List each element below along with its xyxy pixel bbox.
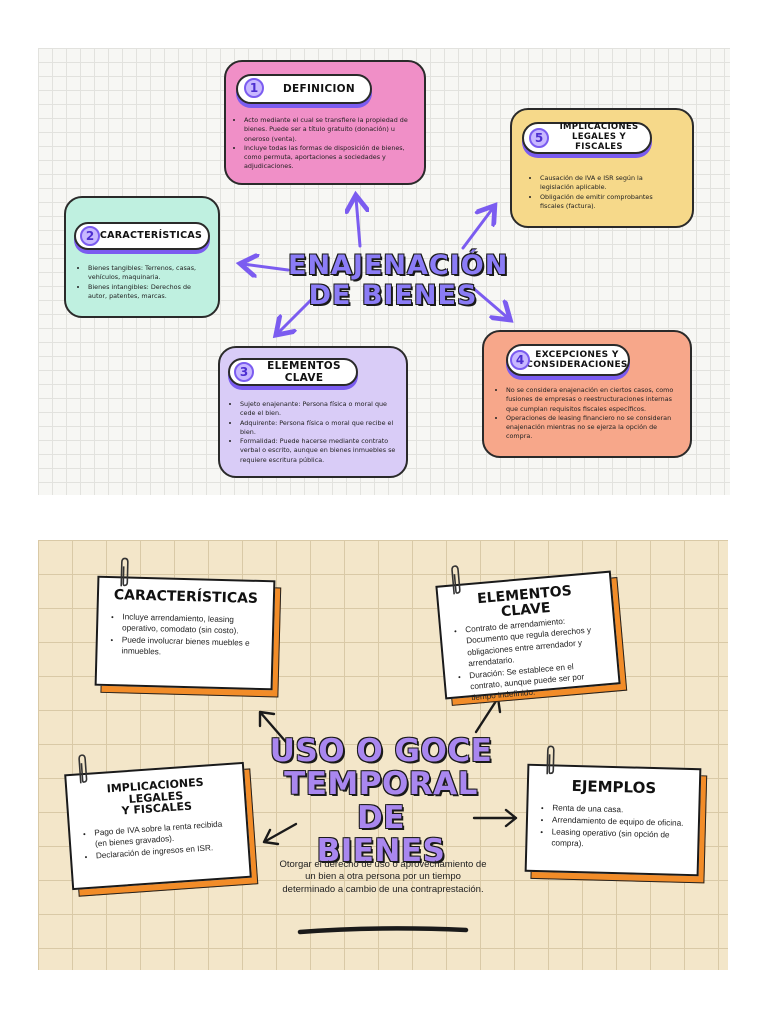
implicaciones-card-list: Pago de IVA sobre la renta recibida (en … — [82, 817, 236, 862]
arrow-to-definicion — [356, 198, 360, 248]
caracteristicas-card-list: Incluye arrendamiento, leasing operativo… — [109, 611, 260, 660]
number-1-icon: 1 — [244, 78, 264, 98]
uso-goce-title: USO O GOCE TEMPORAL DE BIENES — [269, 733, 493, 870]
arrow-to-elementos — [278, 296, 315, 333]
caracteristicas-list: Bienes tangibles: Terrenos, casas, vehíc… — [80, 264, 210, 301]
definicion-list: Acto mediante el cual se transfiere la p… — [236, 116, 416, 172]
definicion-box: DEFINICION 1 Acto mediante el cual se tr… — [224, 60, 426, 185]
implicaciones-card: IMPLICACIONES LEGALES Y FISCALES Pago de… — [64, 754, 259, 897]
connector-arrows — [38, 48, 730, 495]
number-3-icon: 3 — [234, 362, 254, 382]
ejemplos-card-title: EJEMPLOS — [571, 776, 657, 798]
arrow-to-implicaciones-card — [262, 822, 298, 846]
excepciones-list: No se considera enajenación en ciertos c… — [498, 386, 684, 442]
arrow-to-implicaciones — [461, 208, 493, 250]
paperclip-icon — [120, 557, 129, 587]
caracteristicas-card: CARACTERÍSTICAS Incluye arrendamiento, l… — [94, 557, 282, 698]
enajenacion-title: ENAJENACIÓN DE BIENES — [288, 250, 509, 312]
mind-map-uso-goce: CARACTERÍSTICAS Incluye arrendamiento, l… — [38, 540, 728, 970]
paperclip-icon — [78, 754, 88, 784]
ejemplos-card-list: Renta de una casa. Arrendamiento de equi… — [539, 802, 686, 852]
implicaciones-box: IMPLICACIONES LEGALES Y FISCALES 5 Causa… — [510, 108, 694, 228]
paperclip-icon — [546, 745, 555, 775]
arrow-to-caracteristicas — [243, 264, 290, 270]
paperclip-icon — [451, 565, 461, 595]
caracteristicas-card-title: CARACTERÍSTICAS — [113, 587, 259, 607]
mind-map-enajenacion: DEFINICION 1 Acto mediante el cual se tr… — [38, 48, 730, 495]
number-2-icon: 2 — [80, 226, 100, 246]
brush-underline — [297, 926, 469, 935]
caracteristicas-box: CARACTERÍSTICAS 2 Bienes tangibles: Terr… — [64, 196, 220, 318]
ejemplos-card: EJEMPLOS Renta de una casa. Arrendamient… — [524, 745, 708, 884]
elementos-box: ELEMENTOS CLAVE 3 Sujeto enajenante: Per… — [218, 346, 408, 478]
elementos-list: Sujeto enajenante: Persona física o mora… — [232, 400, 400, 465]
elementos-card-list: Contrato de arrendamiento: Documento que… — [453, 613, 607, 704]
arrow-to-ejemplos-card — [472, 808, 518, 828]
number-5-icon: 5 — [529, 128, 549, 148]
implicaciones-list: Causación de IVA e ISR según la legislac… — [532, 174, 662, 211]
uso-goce-description: Otorgar el derecho de uso o aprovechamie… — [279, 859, 487, 895]
excepciones-box: EXCEPCIONES Y CONSIDERACIONES 4 No se co… — [482, 330, 692, 458]
number-4-icon: 4 — [510, 350, 530, 370]
excepciones-title: EXCEPCIONES Y CONSIDERACIONES — [506, 344, 630, 376]
arrow-to-excepciones — [471, 286, 508, 318]
elementos-card: ELEMENTOS CLAVE Contrato de arrendamient… — [435, 565, 628, 706]
implicaciones-card-title: IMPLICACIONES LEGALES Y FISCALES — [106, 775, 204, 818]
implicaciones-title: IMPLICACIONES LEGALES Y FISCALES — [522, 122, 652, 154]
arrow-to-caracteristicas-card — [258, 710, 288, 744]
